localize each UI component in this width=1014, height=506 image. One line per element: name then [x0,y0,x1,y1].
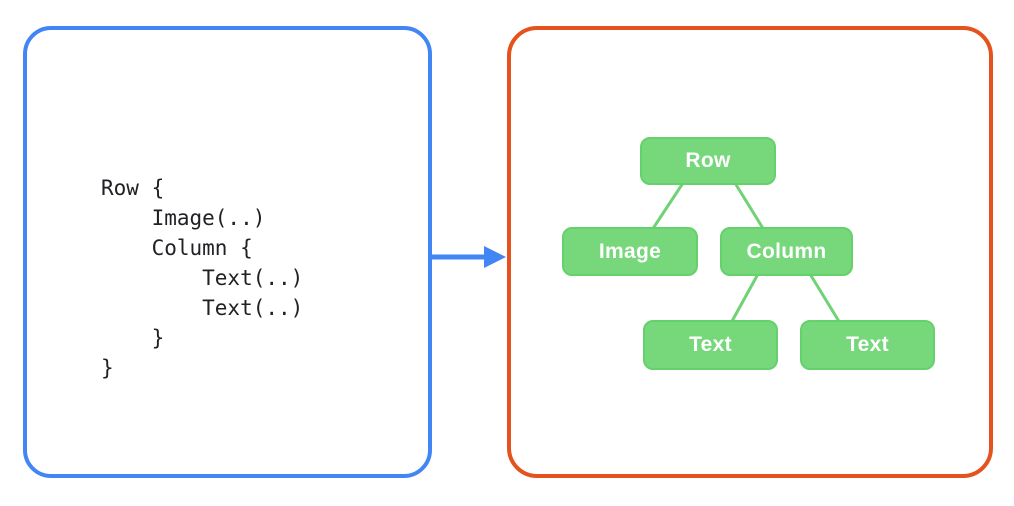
edge-column-text1 [729,273,760,324]
tree-node-image: Image [562,227,698,276]
tree-node-text-second: Text [800,320,935,370]
code-panel: Row { Image(..) Column { Text(..) Text(.… [23,26,432,478]
tree-node-text-first: Text [643,320,778,370]
edge-column-text2 [808,273,842,324]
tree-panel: Row Image Column Text Text [507,26,993,478]
tree-node-row: Row [640,137,776,185]
tree-node-column: Column [720,227,853,276]
edge-row-image [650,182,685,231]
edge-row-column [733,182,766,231]
tree-edges [650,182,842,324]
code-panel-border [23,26,432,478]
right-arrow-icon [432,246,506,268]
compose-code-snippet: Row { Image(..) Column { Text(..) Text(.… [101,176,304,380]
